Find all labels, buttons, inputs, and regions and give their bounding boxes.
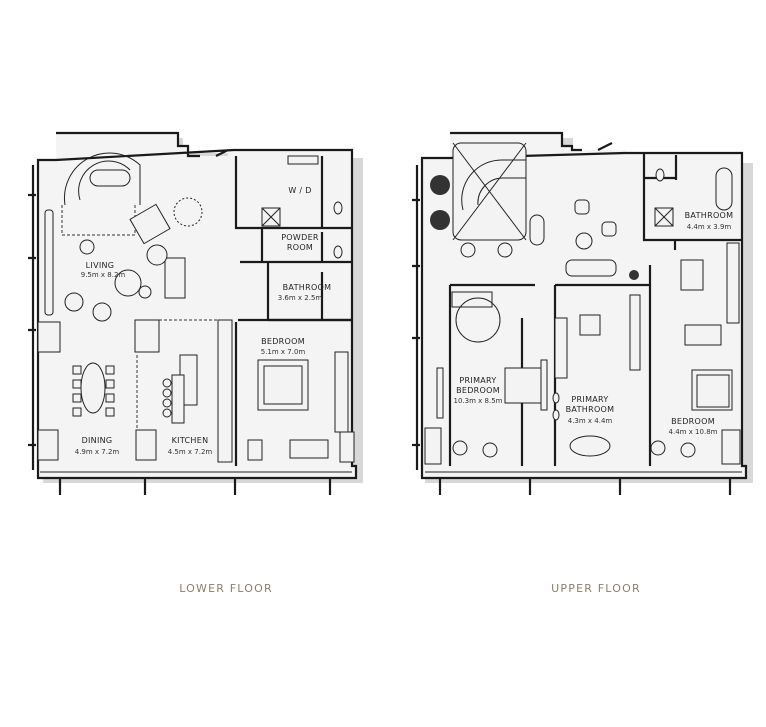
lounge-furniture bbox=[565, 199, 617, 277]
room-size-primary-bedroom: 10.3m x 8.5m bbox=[454, 397, 503, 405]
room-label-kitchen: KITCHEN bbox=[172, 436, 209, 445]
kitchen-island-icon bbox=[162, 319, 233, 463]
room-label-primary-bathroom-2: BATHROOM bbox=[566, 405, 615, 414]
coffee-table-icon bbox=[114, 269, 142, 297]
room-size-bedroom: 4.4m x 10.8m bbox=[669, 428, 718, 436]
room-label-primary-bedroom-2: BEDROOM bbox=[456, 386, 500, 395]
room-label-powder-room: ROOM bbox=[287, 243, 313, 252]
room-label-living: LIVING bbox=[86, 261, 115, 270]
bathtub-icon bbox=[569, 435, 611, 457]
sofa-icon bbox=[451, 291, 493, 308]
room-label-bedroom: BEDROOM bbox=[671, 417, 715, 426]
room-label-primary-bathroom: PRIMARY bbox=[571, 395, 608, 404]
upper-floor-caption: UPPER FLOOR bbox=[551, 582, 641, 595]
plant-icon bbox=[430, 210, 450, 230]
wardrobe-icon bbox=[629, 294, 641, 371]
living-furniture bbox=[44, 197, 203, 322]
room-size-bedroom: 5.1m x 7.0m bbox=[261, 348, 306, 356]
spiral-staircase-icon bbox=[61, 152, 141, 236]
wardrobe-icon bbox=[726, 242, 740, 324]
room-size-dining: 4.9m x 7.2m bbox=[75, 448, 120, 456]
toilet-icon bbox=[333, 201, 343, 215]
spiral-staircase-icon bbox=[452, 142, 527, 241]
room-size-bathroom: 4.4m x 3.9m bbox=[687, 223, 732, 231]
plant-icon bbox=[629, 270, 639, 280]
room-label-bedroom: BEDROOM bbox=[261, 337, 305, 346]
dining-table-icon bbox=[72, 362, 115, 417]
room-label-dining: DINING bbox=[82, 436, 113, 445]
upper-floor-plan: BATHROOM 4.4m x 3.9m PRIMARY BEDROOM 10.… bbox=[412, 131, 753, 495]
room-label-powder: POWDER bbox=[281, 233, 319, 242]
lower-floor-plan: LIVING 9.5m x 8.2m W / D POWDER ROOM BAT… bbox=[28, 131, 363, 495]
bed-icon bbox=[247, 351, 349, 461]
room-label-bathroom: BATHROOM bbox=[283, 283, 332, 292]
room-size-primary-bathroom: 4.3m x 4.4m bbox=[568, 417, 613, 425]
room-label-wd: W / D bbox=[288, 186, 311, 195]
room-size-living: 9.5m x 8.2m bbox=[81, 271, 126, 279]
sofa-icon bbox=[565, 259, 617, 277]
toilet-icon bbox=[655, 168, 665, 182]
bed-icon bbox=[691, 369, 733, 411]
room-label-bathroom: BATHROOM bbox=[685, 211, 734, 220]
room-label-primary-bedroom: PRIMARY bbox=[459, 376, 496, 385]
sofa-icon bbox=[164, 257, 186, 299]
desk-icon bbox=[680, 259, 704, 291]
bed-icon bbox=[436, 359, 548, 419]
room-size-bathroom: 3.6m x 2.5m bbox=[278, 294, 323, 302]
plant-icon bbox=[173, 197, 203, 227]
toilet-icon bbox=[333, 245, 343, 259]
lower-floor-caption: LOWER FLOOR bbox=[179, 582, 273, 595]
room-size-kitchen: 4.5m x 7.2m bbox=[168, 448, 213, 456]
bathtub-icon bbox=[715, 167, 733, 211]
sofa-icon bbox=[129, 203, 171, 245]
plant-icon bbox=[430, 175, 450, 195]
wardrobe-icon bbox=[554, 317, 568, 379]
